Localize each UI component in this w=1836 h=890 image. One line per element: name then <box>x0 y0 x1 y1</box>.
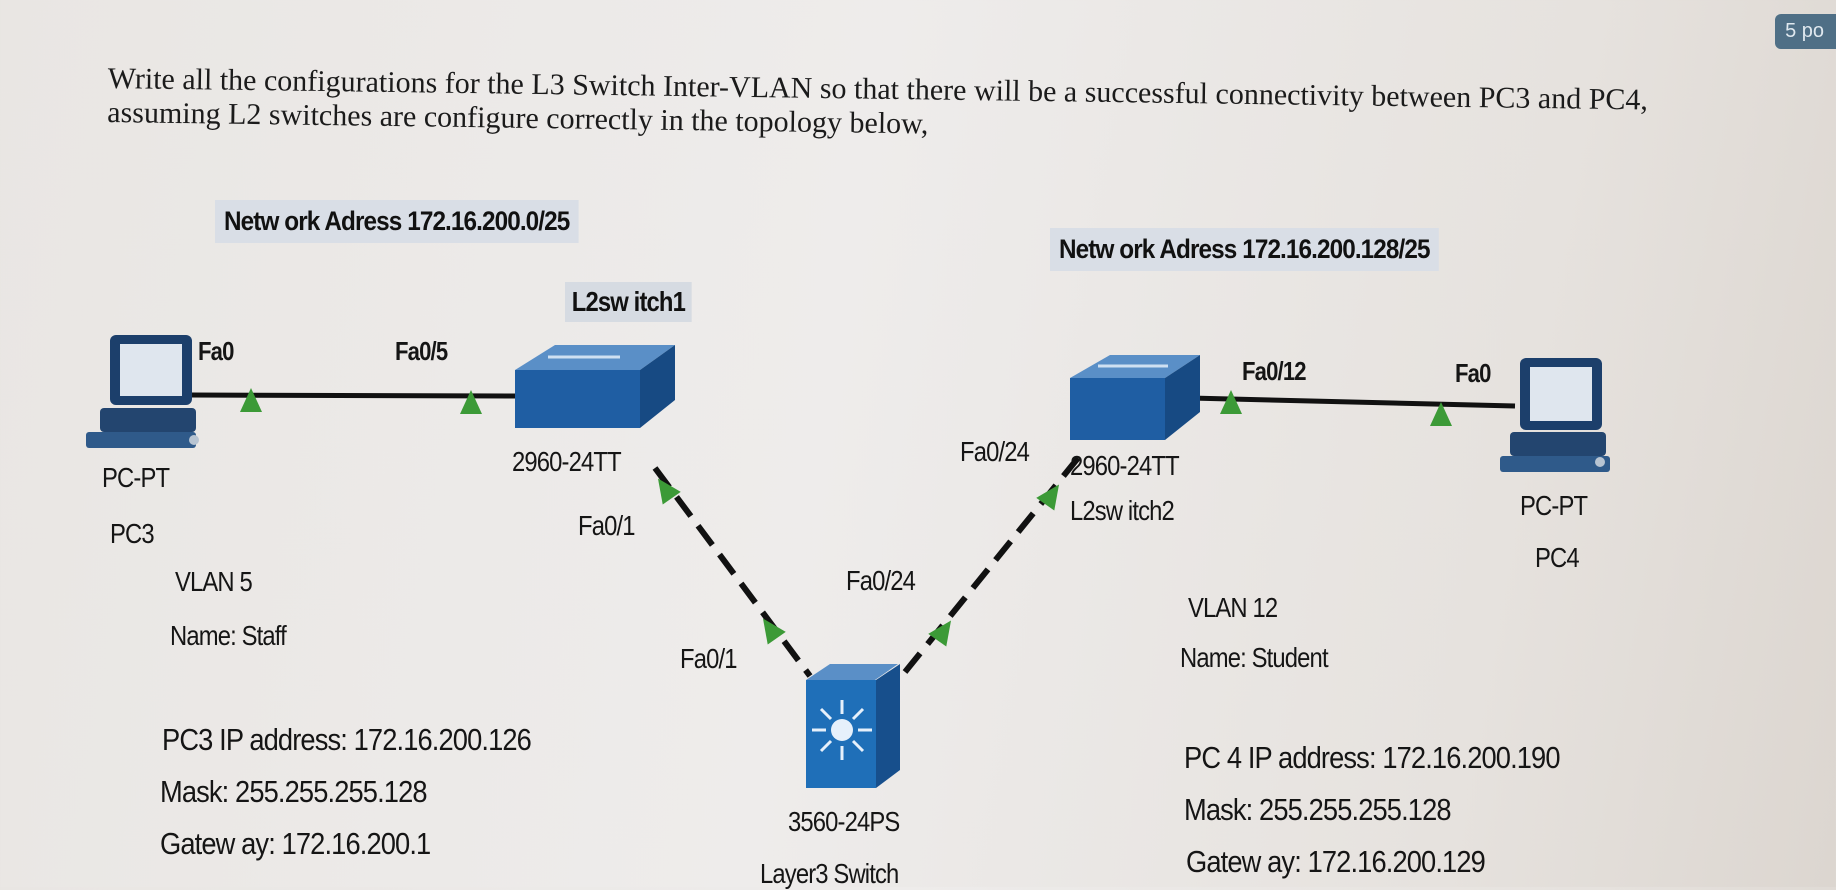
pc4-port-label: Fa0 <box>1455 358 1491 388</box>
pc3-mask: Mask: 255.255.255.128 <box>160 774 428 809</box>
link-status-triangle <box>1036 484 1060 511</box>
link-switch2-pc4 <box>1189 395 1516 409</box>
l3-core-switch-icon <box>806 664 900 788</box>
switch1-uplink-port-label: Fa0/1 <box>578 510 635 541</box>
l2-switch1-icon <box>515 345 675 428</box>
pc4-ip-address: PC 4 IP address: 172.16.200.190 <box>1184 740 1561 775</box>
link-status-triangle <box>1430 402 1452 426</box>
vlan5-name-label: Name: Staff <box>170 620 287 651</box>
link-status-triangle <box>1220 390 1242 414</box>
core-switch-model: 3560-24PS <box>788 806 900 837</box>
core-port-right-label: Fa0/24 <box>846 565 916 596</box>
switch2-pc-port-label: Fa0/12 <box>1242 356 1307 386</box>
l2-switch2-icon <box>1070 355 1200 440</box>
vlan12-name-label: Name: Student <box>1180 642 1329 673</box>
switch2-model-label: 2960-24TT <box>1070 450 1180 481</box>
points-badge: 5 po <box>1775 14 1836 49</box>
pc3-ip-address: PC3 IP address: 172.16.200.126 <box>162 722 532 757</box>
link-status-triangle <box>240 388 262 412</box>
pc3-type-label: PC-PT <box>102 462 170 493</box>
core-switch-name: Layer3 Switch <box>760 858 899 889</box>
l2-switch1-name: L2sw itch1 <box>565 282 692 322</box>
pc4-type-label: PC-PT <box>1520 490 1588 521</box>
switch1-pc-port-label: Fa0/5 <box>395 336 448 366</box>
core-port-left-label: Fa0/1 <box>680 643 737 674</box>
link-switch1-core <box>652 466 813 678</box>
link-status-triangle <box>928 620 952 647</box>
pc3-gateway: Gatew ay: 172.16.200.1 <box>160 826 431 861</box>
pc3-port-label: Fa0 <box>198 336 234 366</box>
pc3-computer-icon <box>86 335 199 448</box>
pc3-name-label: PC3 <box>110 518 155 549</box>
pc4-gateway: Gatew ay: 172.16.200.129 <box>1186 844 1486 879</box>
pc4-computer-icon <box>1500 358 1610 472</box>
vlan12-label: VLAN 12 <box>1188 592 1278 623</box>
link-pc3-switch1 <box>189 392 521 399</box>
link-status-triangle <box>657 478 681 505</box>
pc4-name-label: PC4 <box>1535 542 1580 573</box>
l2-switch2-name: L2sw itch2 <box>1070 495 1175 526</box>
link-status-triangle <box>762 618 786 645</box>
switch1-model-label: 2960-24TT <box>512 446 622 477</box>
pc4-mask: Mask: 255.255.255.128 <box>1184 792 1452 827</box>
right-network-address: Netw ork Adress 172.16.200.128/25 <box>1050 228 1439 271</box>
link-status-triangle <box>460 390 482 414</box>
switch2-uplink-port-label: Fa0/24 <box>960 436 1030 467</box>
vlan5-label: VLAN 5 <box>175 566 253 597</box>
left-network-address: Netw ork Adress 172.16.200.0/25 <box>215 200 579 243</box>
